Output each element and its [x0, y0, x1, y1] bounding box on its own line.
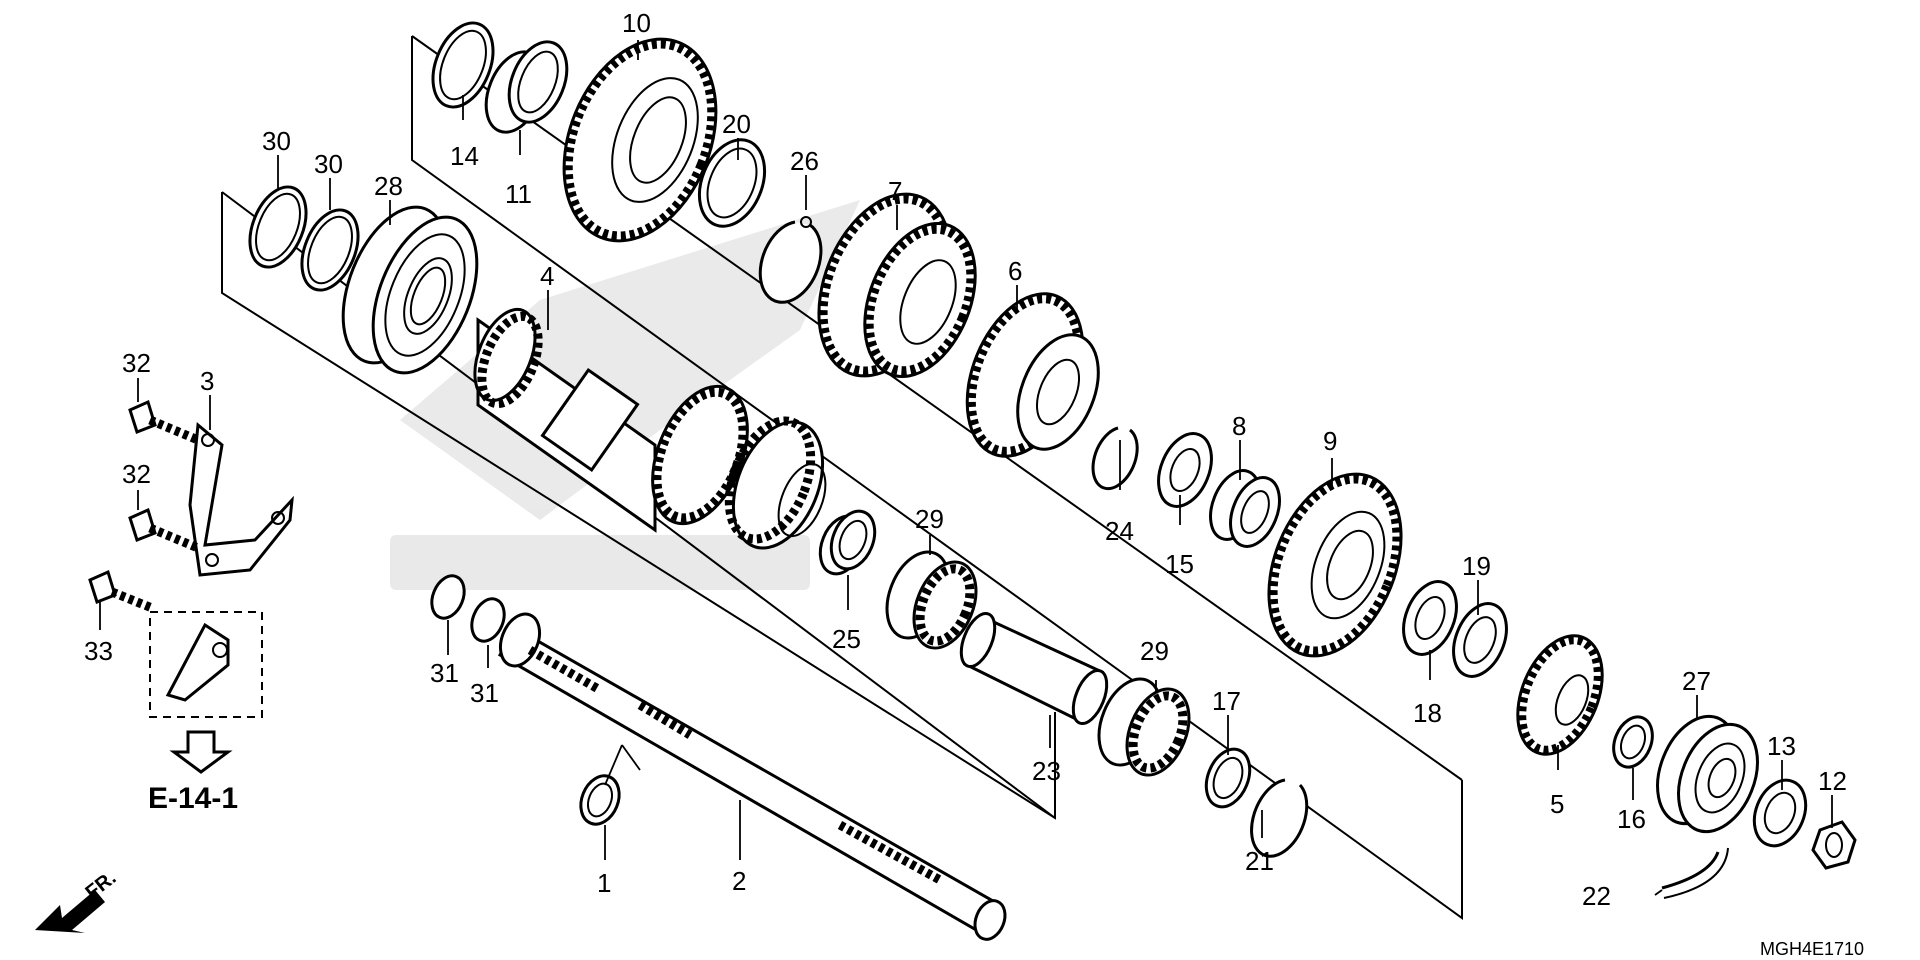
callout-30-left: 30 — [262, 126, 291, 156]
bushing-8-drawing — [1209, 469, 1281, 548]
callout-12: 12 — [1818, 766, 1847, 796]
reference-arrow-down-icon — [169, 730, 233, 774]
washer-17-drawing — [1204, 747, 1252, 809]
callout-25: 25 — [832, 624, 861, 654]
front-direction-arrow-icon — [35, 890, 105, 933]
callout-22: 22 — [1582, 881, 1611, 911]
callout-30-right: 30 — [314, 149, 343, 179]
callout-3: 3 — [200, 366, 214, 396]
callout-33: 33 — [84, 636, 113, 666]
retaining-ring-22-drawing — [1661, 847, 1729, 899]
callout-9: 9 — [1323, 426, 1337, 456]
gear-10-drawing — [562, 37, 718, 243]
callout-16: 16 — [1617, 804, 1646, 834]
callout-4: 4 — [540, 261, 554, 291]
reference-detail-box — [149, 611, 263, 718]
callout-6: 6 — [1008, 256, 1022, 286]
callout-32-lower: 32 — [122, 459, 151, 489]
ring-14-drawing — [431, 21, 495, 109]
mainshaft-4-drawing — [473, 307, 827, 550]
bolt-32b-drawing — [128, 507, 200, 553]
leader-lines — [99, 40, 1833, 896]
callout-31-left: 31 — [430, 658, 459, 688]
shift-fork-3-drawing — [188, 422, 294, 577]
callout-5: 5 — [1550, 789, 1564, 819]
callout-8: 8 — [1232, 411, 1246, 441]
callout-18: 18 — [1413, 698, 1442, 728]
callout-11: 11 — [505, 179, 532, 209]
callout-19: 19 — [1462, 551, 1491, 581]
callout-13: 13 — [1767, 731, 1796, 761]
callout-14: 14 — [450, 141, 479, 171]
bearing-27-drawing — [1656, 714, 1759, 834]
callout-23: 23 — [1032, 756, 1061, 786]
callout-2: 2 — [732, 866, 746, 896]
callout-29-lower: 29 — [1140, 636, 1169, 666]
circlip-24-drawing — [1091, 426, 1139, 491]
callout-26: 26 — [790, 146, 819, 176]
honda-watermark — [390, 200, 860, 590]
callout-10: 10 — [622, 8, 651, 38]
callout-28: 28 — [374, 171, 403, 201]
callout-20: 20 — [722, 109, 751, 139]
sleeve-23-drawing — [959, 612, 1109, 725]
circlip-21-drawing — [1250, 778, 1309, 858]
callout-29-upper: 29 — [915, 504, 944, 534]
circlip-26-drawing — [758, 216, 823, 304]
washer-16-drawing — [1612, 715, 1654, 769]
circlip-31a-drawing — [430, 574, 466, 620]
nut-12-drawing — [1811, 820, 1857, 870]
washer-20-drawing — [697, 138, 767, 228]
callout-24: 24 — [1105, 516, 1134, 546]
countershaft-2-drawing — [497, 612, 1007, 941]
shift-fork-finger-drawing — [165, 622, 230, 702]
gear-9-drawing — [1267, 472, 1403, 658]
circlip-31b-drawing — [470, 597, 506, 643]
callout-17: 17 — [1212, 686, 1241, 716]
callout-32-upper: 32 — [122, 348, 151, 378]
bolt-33-drawing — [88, 569, 154, 613]
bolt-32a-drawing — [128, 399, 200, 445]
callout-1: 1 — [597, 868, 611, 898]
bearing-28-drawing — [341, 205, 479, 375]
callout-31-right: 31 — [470, 678, 499, 708]
needle-bearing-29b-drawing — [1097, 677, 1191, 777]
gear-7-drawing — [817, 192, 977, 379]
bushing-11-drawing — [484, 40, 569, 134]
diagram-reference-code: MGH4E1710 — [1760, 939, 1864, 959]
collar-1-drawing — [579, 774, 621, 826]
callout-7: 7 — [888, 176, 902, 206]
collar-25-drawing — [818, 509, 877, 576]
lock-washer-19-drawing — [1452, 602, 1508, 678]
callout-21: 21 — [1245, 846, 1274, 876]
gear-5-drawing — [1516, 634, 1604, 756]
washer-15-drawing — [1157, 432, 1213, 508]
callout-15: 15 — [1165, 549, 1194, 579]
needle-bearing-29a-drawing — [885, 550, 978, 650]
gear-6-drawing — [965, 292, 1100, 458]
washer-18-drawing — [1402, 580, 1458, 656]
circlip-30b-drawing — [300, 208, 360, 292]
callout-labels: 14 11 10 20 26 7 6 24 15 8 9 19 18 5 16 … — [82, 8, 1865, 959]
callout-27: 27 — [1682, 666, 1711, 696]
cross-reference-label[interactable]: E-14-1 — [148, 782, 238, 815]
washer-13-drawing — [1752, 778, 1808, 848]
circlip-30a-drawing — [248, 185, 308, 269]
